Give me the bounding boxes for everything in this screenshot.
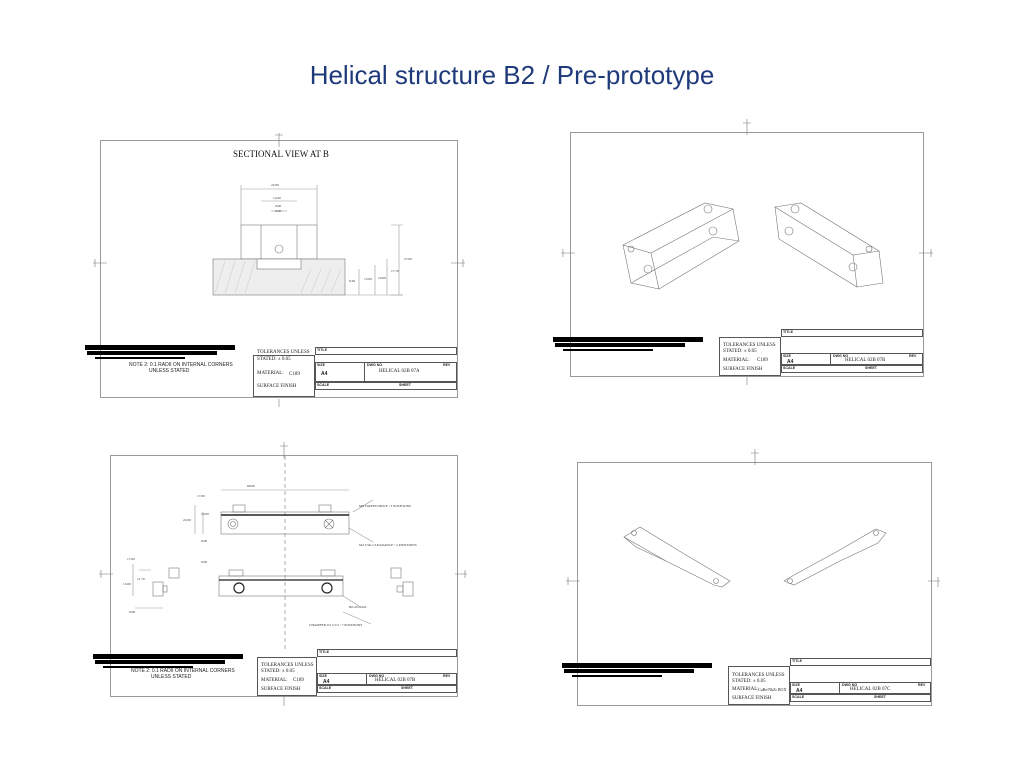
dim-label: 0.00 [275, 209, 282, 213]
material-label: MATERIAL: [732, 687, 759, 692]
general-note: UNLESS STATED [149, 368, 190, 374]
dim-label: 11.70 [137, 577, 145, 581]
tolerances-label: TOLERANCES UNLESS [732, 673, 785, 678]
sheet-label: SHEET [865, 366, 877, 370]
dim-label: 22.00 [183, 518, 191, 522]
rev-label: REV [443, 363, 451, 367]
dwg-no-label: DWG NO [842, 683, 858, 687]
size-label: SIZE [792, 683, 800, 687]
plate-view-drawing [566, 449, 940, 588]
size-value: A4 [796, 688, 803, 694]
surface-finish-label: SURFACE FINISH [261, 687, 301, 692]
size-label: SIZE [783, 354, 791, 358]
callout-label: R0.20 MAX [349, 605, 367, 609]
stated-label: STATED: ± 0.05 [732, 679, 766, 684]
dim-label: 27.00 [404, 257, 412, 261]
rev-label: REV [909, 354, 917, 358]
stated-label: STATED: ± 0.05 [261, 669, 295, 674]
drawing-sheet-07b: 68.00 17.00 10.00 22.00 8.00 9.00 17.00 … [93, 442, 467, 706]
drawing-sheet-07a: SECTIONAL VIEW AT B 22.00 14.00 9.00 0.0… [85, 133, 465, 407]
sheet-label: SHEET [399, 383, 411, 387]
dwg-no-label: DWG NO [369, 674, 385, 678]
dim-label: 17.70 [391, 269, 399, 273]
tolerances-label: TOLERANCES UNLESS [257, 350, 310, 355]
dwg-number: HELICAL 02B 07A [379, 369, 420, 374]
rev-label: REV [918, 683, 926, 687]
dim-label: 10.00 [378, 276, 386, 280]
dim-label: 13.00 [123, 582, 131, 586]
material-value: CuBe/NbZr BOX [758, 687, 787, 692]
title-label: TITLE [317, 348, 327, 352]
dwg-no-label: DWG NO [833, 354, 849, 358]
callout-label: M4 CSK CLEARANCE / 2 POSITIONS [359, 543, 417, 547]
tolerances-label: TOLERANCES UNLESS [723, 343, 776, 348]
stated-label: STATED: ± 0.05 [723, 349, 757, 354]
material-label: MATERIAL: [261, 678, 288, 683]
stated-label: STATED: ± 0.05 [257, 357, 291, 362]
slide-title: Helical structure B2 / Pre-prototype [309, 60, 715, 90]
size-value: A4 [787, 359, 794, 365]
title-label: TITLE [783, 330, 793, 334]
dwg-number: HELICAL 02B 07B [845, 358, 886, 363]
dim-label: 17.00 [197, 494, 205, 498]
dim-label: 10.00 [201, 512, 209, 516]
material-value: C189 [293, 678, 304, 683]
sheet-label: SHEET [401, 686, 413, 690]
size-label: SIZE [317, 363, 325, 367]
surface-finish-label: SURFACE FINISH [723, 367, 763, 372]
material-value: C189 [289, 372, 300, 377]
title-block: TITLE TOLERANCES UNLESS STATED: ± 0.05 S… [253, 347, 457, 397]
callout-label: M6 TAPPED HOLE / 2 POSITIONS [359, 504, 412, 508]
title-block: TITLE TOLERANCES UNLESS STATED: ± 0.05 S… [728, 658, 931, 705]
isometric-view-drawing [561, 119, 933, 385]
drawing-sheet-07c: TITLE TOLERANCES UNLESS STATED: ± 0.05 S… [562, 449, 940, 706]
size-value: A4 [323, 679, 330, 685]
surface-finish-label: SURFACE FINISH [257, 384, 297, 389]
sheet-label: SHEET [874, 695, 886, 699]
dim-label: 22.00 [271, 183, 279, 187]
dim-label: 8.00 [201, 539, 208, 543]
dim-label: 9.00 [201, 560, 208, 564]
callout-label: CHAMFER 0.5 x 0.5 / 7 POSITIONS [309, 623, 363, 627]
size-value: A4 [321, 371, 328, 377]
dim-label: 14.00 [273, 196, 281, 200]
material-label: MATERIAL: [723, 358, 750, 363]
dim-label: 13.00 [364, 277, 372, 281]
dim-label: 8.00 [129, 610, 136, 614]
dim-label: 17.00 [127, 557, 135, 561]
dwg-number: HELICAL 02B 07C [850, 687, 891, 692]
material-label: MATERIAL: [257, 371, 284, 376]
material-value: C189 [757, 358, 768, 363]
drawing-sheet-07b-iso: TITLE TOLERANCES UNLESS STATED: ± 0.05 S… [553, 119, 933, 385]
title-label: TITLE [792, 659, 802, 663]
title-label: TITLE [319, 650, 329, 654]
orthographic-view-drawing [99, 442, 467, 706]
rev-label: REV [443, 674, 451, 678]
general-note: UNLESS STATED [151, 674, 192, 680]
dim-label: 9.00 [275, 204, 282, 208]
title-block: TITLE TOLERANCES UNLESS STATED: ± 0.05 S… [719, 329, 923, 376]
dim-label: 8.20 [349, 279, 356, 283]
surface-finish-label: SURFACE FINISH [732, 696, 772, 701]
size-label: SIZE [319, 674, 327, 678]
tolerances-label: TOLERANCES UNLESS [261, 663, 314, 668]
general-note: NOTE 2: 0.1 RADII ON INTERNAL CORNERS [131, 668, 235, 674]
view-title: SECTIONAL VIEW AT B [233, 149, 329, 159]
scale-label: SCALE [317, 383, 330, 387]
dwg-number: HELICAL 02B 07B [375, 678, 416, 683]
sectional-view-drawing [93, 133, 465, 407]
dim-label: 68.00 [247, 484, 255, 488]
title-block: TITLE TOLERANCES UNLESS STATED: ± 0.05 S… [257, 649, 457, 696]
scale-label: SCALE [783, 366, 796, 370]
dwg-no-label: DWG NO [367, 363, 383, 367]
general-note: NOTE 2: 0.1 RADII ON INTERNAL CORNERS [129, 362, 233, 368]
scale-label: SCALE [319, 686, 332, 690]
scale-label: SCALE [792, 695, 805, 699]
